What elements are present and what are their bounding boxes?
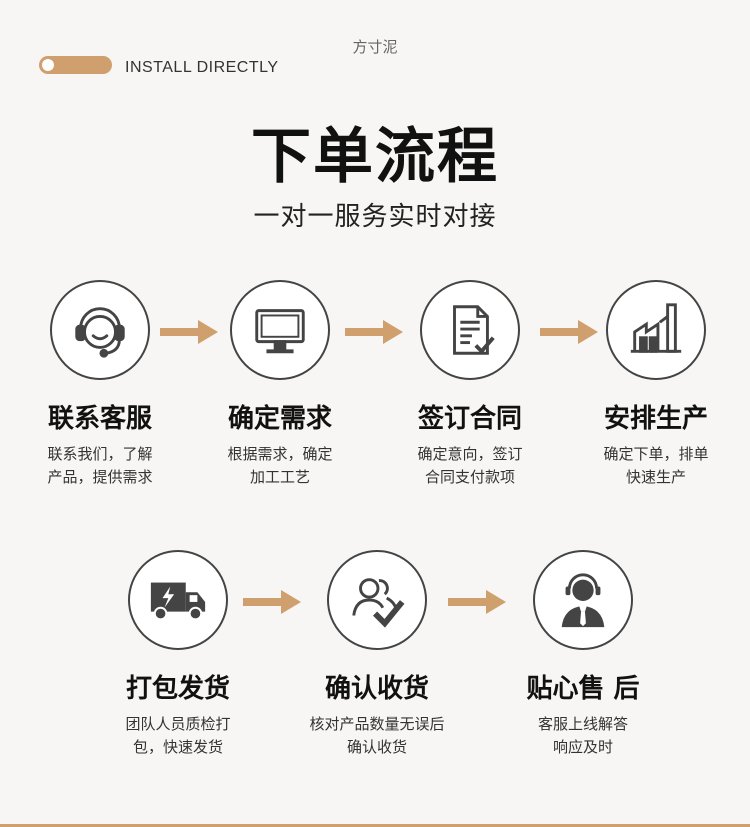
arrow-right-icon (540, 320, 598, 344)
step-desc-line: 联系我们，了解 (47, 445, 153, 463)
arrow-right-icon (243, 590, 301, 614)
arrow-right-icon (345, 320, 403, 344)
step-desc-line: 根据需求，确定 (227, 445, 333, 463)
step-title: 安排生产 (603, 404, 708, 434)
step-desc-line: 确定下单，排单 (603, 445, 709, 463)
step-desc-line: 团队人员质检打 (125, 715, 231, 733)
step-title: 联系客服 (47, 404, 152, 434)
step-title: 确定需求 (227, 404, 332, 434)
step-desc-line: 包，快速发货 (132, 738, 223, 756)
customer-service-headset-icon (75, 307, 125, 358)
tagline-pill (39, 56, 112, 74)
step-desc-line: 快速生产 (625, 468, 686, 486)
step-pack-ship: 打包发货 团队人员质检打 包，快速发货 (103, 550, 253, 759)
tagline: INSTALL DIRECTLY (125, 59, 279, 76)
factory-icon (630, 303, 682, 353)
step-description: 核对产品数量无误后 确认收货 (302, 713, 452, 759)
step-desc-line: 响应及时 (552, 738, 613, 756)
step-icon-circle (128, 550, 228, 650)
step-desc-line: 产品，提供需求 (47, 468, 153, 486)
page-subtitle: 一对一服务实时对接 (253, 202, 497, 232)
arrow-right-icon (448, 590, 506, 614)
step-desc-line: 核对产品数量无误后 (309, 715, 445, 733)
step-icon-circle (606, 280, 706, 380)
users-check-icon (352, 578, 405, 628)
step-description: 团队人员质检打 包，快速发货 (103, 713, 253, 759)
step-icon-circle (230, 280, 330, 380)
step-desc-line: 合同支付款项 (424, 468, 515, 486)
brand-name: 方寸泥 (352, 38, 398, 56)
step-description: 根据需求，确定 加工工艺 (205, 443, 355, 489)
step-desc-line: 确定意向，签订 (417, 445, 523, 463)
step-description: 客服上线解答 响应及时 (508, 713, 658, 759)
step-title: 确认收货 (324, 674, 429, 704)
arrow-right-icon (160, 320, 218, 344)
delivery-truck-icon (150, 582, 206, 621)
step-arrange-production: 安排生产 确定下单，排单 快速生产 (581, 280, 731, 489)
step-after-sales: 贴心售 后 客服上线解答 响应及时 (508, 550, 658, 759)
step-title: 签订合同 (417, 404, 522, 434)
step-sign-contract: 签订合同 确定意向，签订 合同支付款项 (395, 280, 545, 489)
step-title: 打包发货 (125, 674, 230, 704)
step-desc-line: 客服上线解答 (537, 715, 628, 733)
contract-document-icon (453, 305, 495, 355)
step-icon-circle (327, 550, 427, 650)
step-icon-circle (420, 280, 520, 380)
step-icon-circle (533, 550, 633, 650)
step-desc-line: 确认收货 (346, 738, 407, 756)
step-description: 确定意向，签订 合同支付款项 (395, 443, 545, 489)
step-confirm-receipt: 确认收货 核对产品数量无误后 确认收货 (302, 550, 452, 759)
step-description: 联系我们，了解 产品，提供需求 (25, 443, 175, 489)
bottom-divider (0, 824, 750, 827)
support-agent-icon (561, 573, 605, 628)
step-icon-circle (50, 280, 150, 380)
page-title: 下单流程 (251, 122, 499, 192)
step-desc-line: 加工工艺 (249, 468, 310, 486)
step-description: 确定下单，排单 快速生产 (581, 443, 731, 489)
step-title: 贴心售 后 (526, 674, 640, 704)
monitor-icon (255, 309, 305, 354)
step-contact-service: 联系客服 联系我们，了解 产品，提供需求 (25, 280, 175, 489)
step-confirm-requirements: 确定需求 根据需求，确定 加工工艺 (205, 280, 355, 489)
